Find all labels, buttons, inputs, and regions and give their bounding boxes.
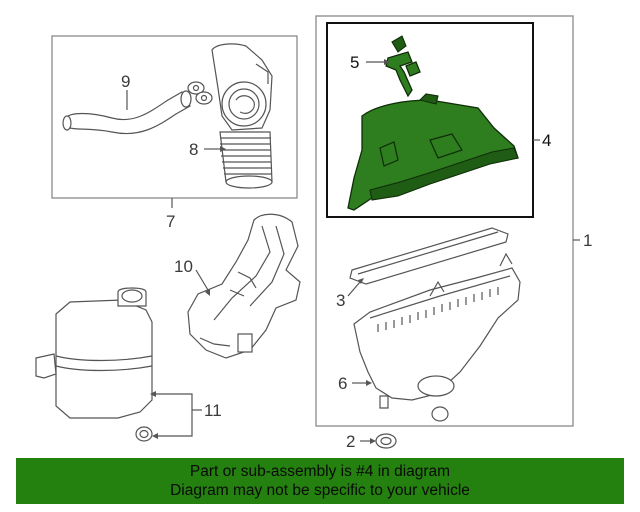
callout-10: 10 <box>174 257 193 276</box>
callout-5: 5 <box>350 53 359 72</box>
callout-6: 6 <box>338 374 347 393</box>
callout-1: 1 <box>583 231 592 250</box>
callout-9: 9 <box>121 72 130 91</box>
callout-8: 8 <box>189 140 198 159</box>
callout-4: 4 <box>542 131 551 150</box>
banner-line-2: Diagram may not be specific to your vehi… <box>170 482 470 499</box>
part-11-resonator[interactable] <box>35 287 153 442</box>
group-box-1 <box>315 15 574 427</box>
part-2-grommet[interactable] <box>375 433 397 449</box>
part-10-duct[interactable] <box>187 213 301 359</box>
parts-diagram: 9 8 7 10 5 4 1 3 6 11 2 <box>35 15 592 451</box>
part-6-air-cleaner-case[interactable] <box>353 252 521 422</box>
callout-3: 3 <box>336 291 345 310</box>
banner-line-1: Part or sub-assembly is #4 in diagram <box>189 463 451 480</box>
highlight-box-4 <box>326 22 534 218</box>
leader-lines <box>126 59 580 444</box>
part-5-sensor[interactable] <box>385 35 421 98</box>
info-banner: Part or sub-assembly is #4 in diagram Di… <box>16 458 624 504</box>
callout-7: 7 <box>166 212 175 231</box>
part-4-air-cleaner-cover[interactable] <box>347 93 519 211</box>
callout-11: 11 <box>204 401 222 420</box>
part-8-intake-duct[interactable] <box>211 43 273 189</box>
clamp-pair[interactable] <box>187 81 213 105</box>
group-box-7 <box>51 35 298 199</box>
part-9-hose[interactable] <box>62 90 192 135</box>
callout-2: 2 <box>346 432 355 451</box>
part-3-filter[interactable] <box>349 227 509 285</box>
